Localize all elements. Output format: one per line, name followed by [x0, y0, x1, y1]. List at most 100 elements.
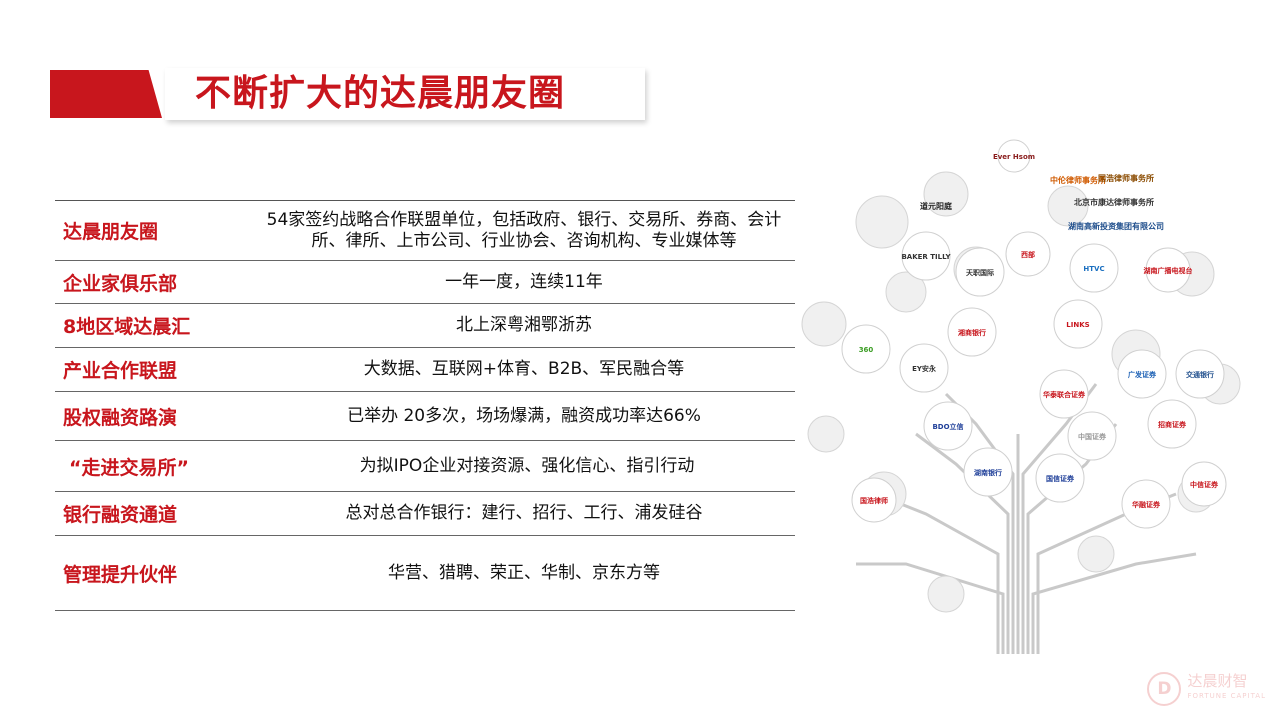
partner-logo-text: 国浩律师事务所	[1098, 173, 1154, 183]
partner-logo: 天职国际	[955, 247, 1005, 297]
partner-logo: 中信证券	[1181, 461, 1227, 507]
partner-logo-circle	[1069, 243, 1119, 293]
partner-logo: 国信证券	[1035, 453, 1085, 503]
partner-logo: 湖南广播电视台	[1144, 247, 1193, 293]
partner-logo-circle	[1145, 247, 1191, 293]
partner-logo-text: LINKS	[1066, 321, 1089, 329]
row-category: 8地区域达晨汇	[63, 316, 191, 338]
partner-logo-circle	[851, 477, 897, 523]
partner-logo: LINKS	[1053, 299, 1103, 349]
table-row: 企业家俱乐部 一年一度，连续11年	[55, 261, 795, 304]
partner-logo-circle	[841, 324, 891, 374]
watermark-logo: D 达晨财智 FORTUNE CAPITAL	[1147, 672, 1266, 706]
tree-decor-circle	[923, 171, 969, 217]
partner-logo: 中国证券	[1067, 411, 1117, 461]
partner-logo-text: HTVC	[1083, 265, 1104, 273]
tree-decor-circle	[855, 195, 909, 249]
partner-logo-circle	[1067, 411, 1117, 461]
partner-logo-text: 360	[859, 346, 874, 354]
table-row: 股权融资路演 已举办 20多次，场场爆满，融资成功率达66%	[55, 392, 795, 441]
partner-logo-text: BDO立信	[932, 422, 963, 431]
page-title: 不断扩大的达晨朋友圈	[195, 73, 566, 114]
row-description: 54家签约战略合作联盟单位，包括政府、银行、交易所、券商、会计所、律所、上市公司…	[266, 209, 782, 251]
partner-logo-circle	[997, 139, 1031, 173]
partner-logo-circle	[963, 447, 1013, 497]
partner-logo: 360	[841, 324, 891, 374]
partner-logo-text: 中伦律师事务所	[1050, 175, 1106, 185]
partner-logo: 广发证券	[1117, 349, 1167, 399]
partner-logo: 湘商银行	[947, 307, 997, 357]
partner-logo: 湖南高新投资集团有限公司	[1068, 221, 1164, 231]
partner-logo-text: 广发证券	[1128, 370, 1157, 379]
partner-logo-text: 湖南银行	[974, 468, 1002, 477]
table-row: 达晨朋友圈 54家签约战略合作联盟单位，包括政府、银行、交易所、券商、会计所、律…	[55, 201, 795, 261]
watermark-icon: D	[1147, 672, 1182, 706]
partner-logo: 道元阳庭	[920, 201, 953, 211]
partner-logo: 北京市康达律师事务所	[1074, 197, 1154, 207]
tree-decor-circle	[1047, 185, 1089, 227]
tree-branch	[1031, 552, 1197, 654]
row-description: 为拟IPO企业对接资源、强化信心、指引行动	[359, 455, 695, 476]
row-description: 总对总合作银行：建行、招行、工行、浦发硅谷	[345, 503, 703, 523]
title-box	[165, 68, 645, 120]
partner-logo-circle	[1121, 479, 1171, 529]
partner-logo: 华融证券	[1121, 479, 1171, 529]
partner-logo-text: 湖南高新投资集团有限公司	[1068, 221, 1164, 231]
partner-logo: BDO立信	[923, 401, 973, 451]
partner-logo-text: 道元阳庭	[920, 201, 953, 211]
tree-decor-circle	[801, 301, 847, 347]
table-row: 管理提升伙伴 华营、猎聘、荣正、华制、京东方等	[55, 536, 795, 611]
partner-logo-text: 湘商银行	[958, 328, 986, 337]
partner-logo: HTVC	[1069, 243, 1119, 293]
partner-logo-circle	[1147, 399, 1197, 449]
partner-logo: EY安永	[899, 343, 949, 393]
partner-logo-circle	[1181, 461, 1227, 507]
partner-logo-circle	[901, 231, 951, 281]
partner-logo-circle	[947, 307, 997, 357]
partner-logo-circle	[1039, 369, 1089, 419]
partner-logo-circle	[1053, 299, 1103, 349]
partner-logo-circle	[1175, 349, 1225, 399]
partner-logo-circle	[1035, 453, 1085, 503]
row-description: 一年一度，连续11年	[445, 271, 603, 292]
partner-logo-text: BAKER TILLY	[901, 253, 951, 261]
partner-logo-text: 招商证券	[1158, 420, 1187, 429]
row-description: 已举办 20多次，场场爆满，融资成功率达66%	[347, 405, 701, 426]
table-row: 8地区域达晨汇 北上深粤湘鄂浙苏	[55, 304, 795, 348]
partner-logo-text: 天职国际	[966, 268, 994, 277]
partner-logo-text: 中信证券	[1190, 480, 1219, 489]
partner-logo-text: 国信证券	[1046, 474, 1075, 483]
partner-logo-text: 湖南广播电视台	[1144, 266, 1193, 275]
table-row: “走进交易所” 为拟IPO企业对接资源、强化信心、指引行动	[55, 441, 795, 492]
partner-logo-circle	[899, 343, 949, 393]
row-category: “走进交易所”	[69, 456, 189, 479]
partner-logo-text: 华泰联合证券	[1043, 390, 1086, 399]
row-category: 银行融资通道	[63, 504, 178, 526]
row-description: 华营、猎聘、荣正、华制、京东方等	[388, 562, 660, 583]
table-row: 产业合作联盟 大数据、互联网+体育、B2B、军民融合等	[55, 348, 795, 392]
tree-decor-circle	[885, 271, 927, 313]
row-description: 北上深粤湘鄂浙苏	[456, 315, 592, 335]
partner-logo-circle	[923, 401, 973, 451]
row-category: 企业家俱乐部	[63, 272, 178, 295]
row-category: 产业合作联盟	[63, 360, 178, 382]
watermark-sub: FORTUNE CAPITAL	[1187, 692, 1266, 700]
partner-logo: 国浩律师事务所	[1098, 173, 1154, 183]
partner-logo: BAKER TILLY	[901, 231, 951, 281]
row-category: 股权融资路演	[63, 406, 178, 429]
partner-logo-text: 国浩律师	[860, 496, 888, 505]
partner-logo-circle	[1005, 231, 1051, 277]
partner-logo: 国浩律师	[851, 477, 897, 523]
row-category: 达晨朋友圈	[63, 221, 159, 243]
row-category: 管理提升伙伴	[63, 563, 178, 586]
watermark-main: 达晨财智	[1187, 672, 1248, 690]
partner-logo: 湖南银行	[963, 447, 1013, 497]
partner-logo: Ever Hsom	[993, 139, 1035, 173]
title-accent-bar	[50, 70, 162, 118]
partner-logo-text: 交通银行	[1186, 370, 1214, 379]
partner-logo-text: 中国证券	[1078, 432, 1107, 441]
row-description: 大数据、互联网+体育、B2B、军民融合等	[363, 359, 685, 379]
partner-logo: 中伦律师事务所	[1050, 175, 1106, 185]
